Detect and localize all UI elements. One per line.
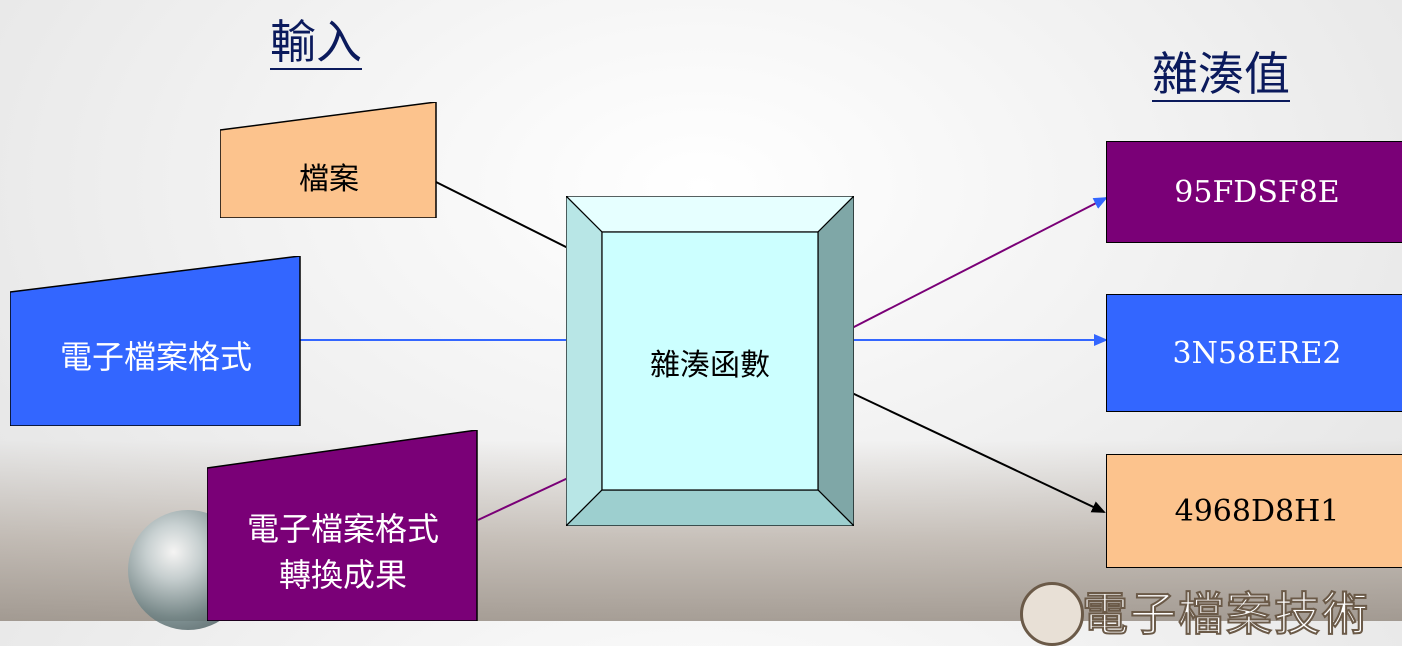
input-heading: 輸入 [270,15,362,69]
output-hash-3-label: 4968D8H1 [1174,493,1340,529]
connectors [300,181,1108,521]
input-electronic-format-label: 電子檔案格式 [59,338,252,376]
output-heading: 雜湊值 [1152,47,1290,101]
arrow-to-output-3 [851,392,1106,513]
line-file-to-function [435,181,569,249]
input-electronic-format: 電子檔案格式 [10,256,302,426]
arrow-to-output-1 [851,197,1108,329]
output-hash-1: 95FDSF8E [1106,141,1402,243]
input-conversion-result-label-1: 電子檔案格式 [246,510,439,548]
hash-function-label: 雜湊函數 [650,348,770,383]
output-hash-2-label: 3N58ERE2 [1172,335,1342,371]
line-result-to-function [477,477,569,521]
output-hash-1-label: 95FDSF8E [1174,174,1340,210]
input-conversion-result-label-2: 轉換成果 [278,556,407,594]
input-file: 檔案 [220,102,438,218]
hash-function-box: 雜湊函數 [566,196,854,526]
output-hash-3: 4968D8H1 [1106,454,1402,568]
output-hash-2: 3N58ERE2 [1106,294,1402,412]
input-conversion-result: 電子檔案格式 轉換成果 [207,430,479,621]
input-file-label: 檔案 [299,162,359,197]
